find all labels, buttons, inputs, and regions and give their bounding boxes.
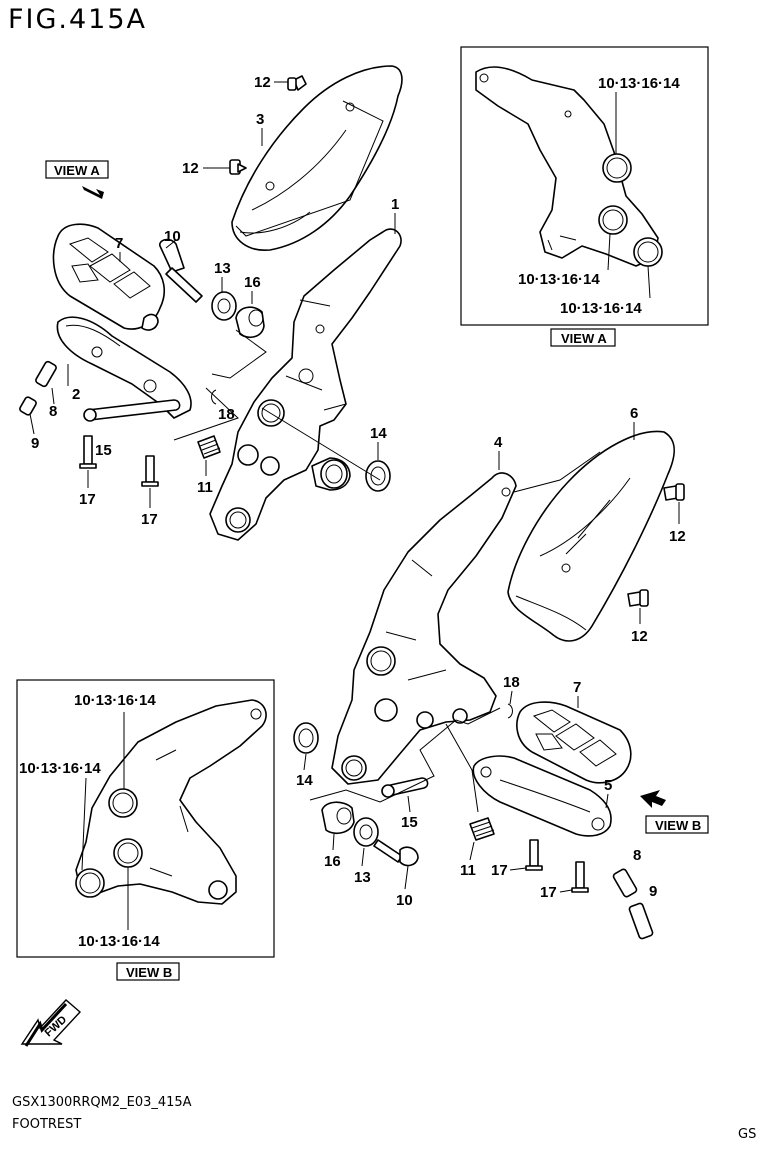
callout-7: 7	[115, 235, 123, 252]
callout-14: 14	[296, 772, 313, 789]
callout-7: 7	[573, 679, 581, 696]
callout-12: 12	[669, 528, 686, 545]
callout-11: 11	[197, 479, 213, 496]
callout-10: 10	[396, 892, 413, 909]
callout-13: 13	[354, 869, 371, 886]
callout-9: 9	[649, 883, 657, 900]
callout-16: 16	[324, 853, 341, 870]
callout-2: 2	[72, 386, 80, 403]
combo-label-a2: 10·13·16·14	[518, 271, 600, 288]
diagram-code: GSX1300RRQM2_E03_415A	[12, 1095, 192, 1110]
view-b-tag: VIEW B	[126, 965, 172, 980]
footrest-bracket-4	[331, 472, 517, 785]
combo-label-b3: 10·13·16·14	[78, 933, 160, 950]
combo-label-b2: 10·13·16·14	[19, 760, 101, 777]
callout-9: 9	[31, 435, 39, 452]
callout-numbers: 12 3 12 1 7 10 13 16 2 8 9 15 18 14 11 1…	[29, 74, 686, 909]
callout-12: 12	[631, 628, 648, 645]
callout-6: 6	[630, 405, 638, 422]
view-a-arrow-icon	[82, 186, 104, 199]
heel-guard-6	[507, 430, 676, 642]
callout-13: 13	[214, 260, 231, 277]
callout-18: 18	[218, 406, 235, 423]
figure-title: FIG.415A	[8, 4, 148, 35]
combo-label-b1: 10·13·16·14	[74, 692, 156, 709]
callout-10: 10	[164, 228, 181, 245]
diagram-name: FOOTREST	[12, 1117, 82, 1132]
callout-11: 11	[460, 862, 476, 879]
callout-4: 4	[494, 434, 503, 451]
callout-8: 8	[49, 403, 57, 420]
footpeg-bracket-2	[56, 316, 192, 419]
callout-15: 15	[95, 442, 112, 459]
callout-18: 18	[503, 674, 520, 691]
callout-5: 5	[604, 777, 612, 794]
view-b-pointer-label: VIEW B	[655, 818, 701, 833]
callout-16: 16	[244, 274, 261, 291]
callout-12: 12	[254, 74, 271, 91]
view-a-inset: 10·13·16·14 10·13·16·14 10·13·16·14	[460, 46, 709, 326]
view-a-pointer-label: VIEW A	[54, 163, 100, 178]
footpeg-bracket-5	[472, 755, 612, 837]
heel-guard-3	[231, 65, 403, 251]
region-code: GS	[738, 1127, 757, 1142]
callout-17: 17	[141, 511, 158, 528]
callout-17: 17	[79, 491, 96, 508]
callout-15: 15	[401, 814, 418, 831]
callout-8: 8	[633, 847, 641, 864]
bracket-outline-view-b	[75, 699, 267, 905]
callout-1: 1	[391, 196, 399, 213]
fwd-arrow-icon: FWD	[20, 999, 82, 1047]
combo-label-a1: 10·13·16·14	[598, 75, 680, 92]
callout-14: 14	[370, 425, 387, 442]
view-a-tag: VIEW A	[561, 331, 607, 346]
view-b-inset: 10·13·16·14 10·13·16·14 10·13·16·14	[16, 679, 275, 958]
combo-label-a3: 10·13·16·14	[560, 300, 642, 317]
callout-3: 3	[256, 111, 264, 128]
callout-12: 12	[182, 160, 199, 177]
footrest-bracket-1	[209, 228, 402, 541]
callout-17: 17	[540, 884, 557, 901]
footpeg-rubber-7	[52, 223, 166, 330]
callout-17: 17	[491, 862, 508, 879]
view-b-arrow-icon	[640, 790, 666, 808]
